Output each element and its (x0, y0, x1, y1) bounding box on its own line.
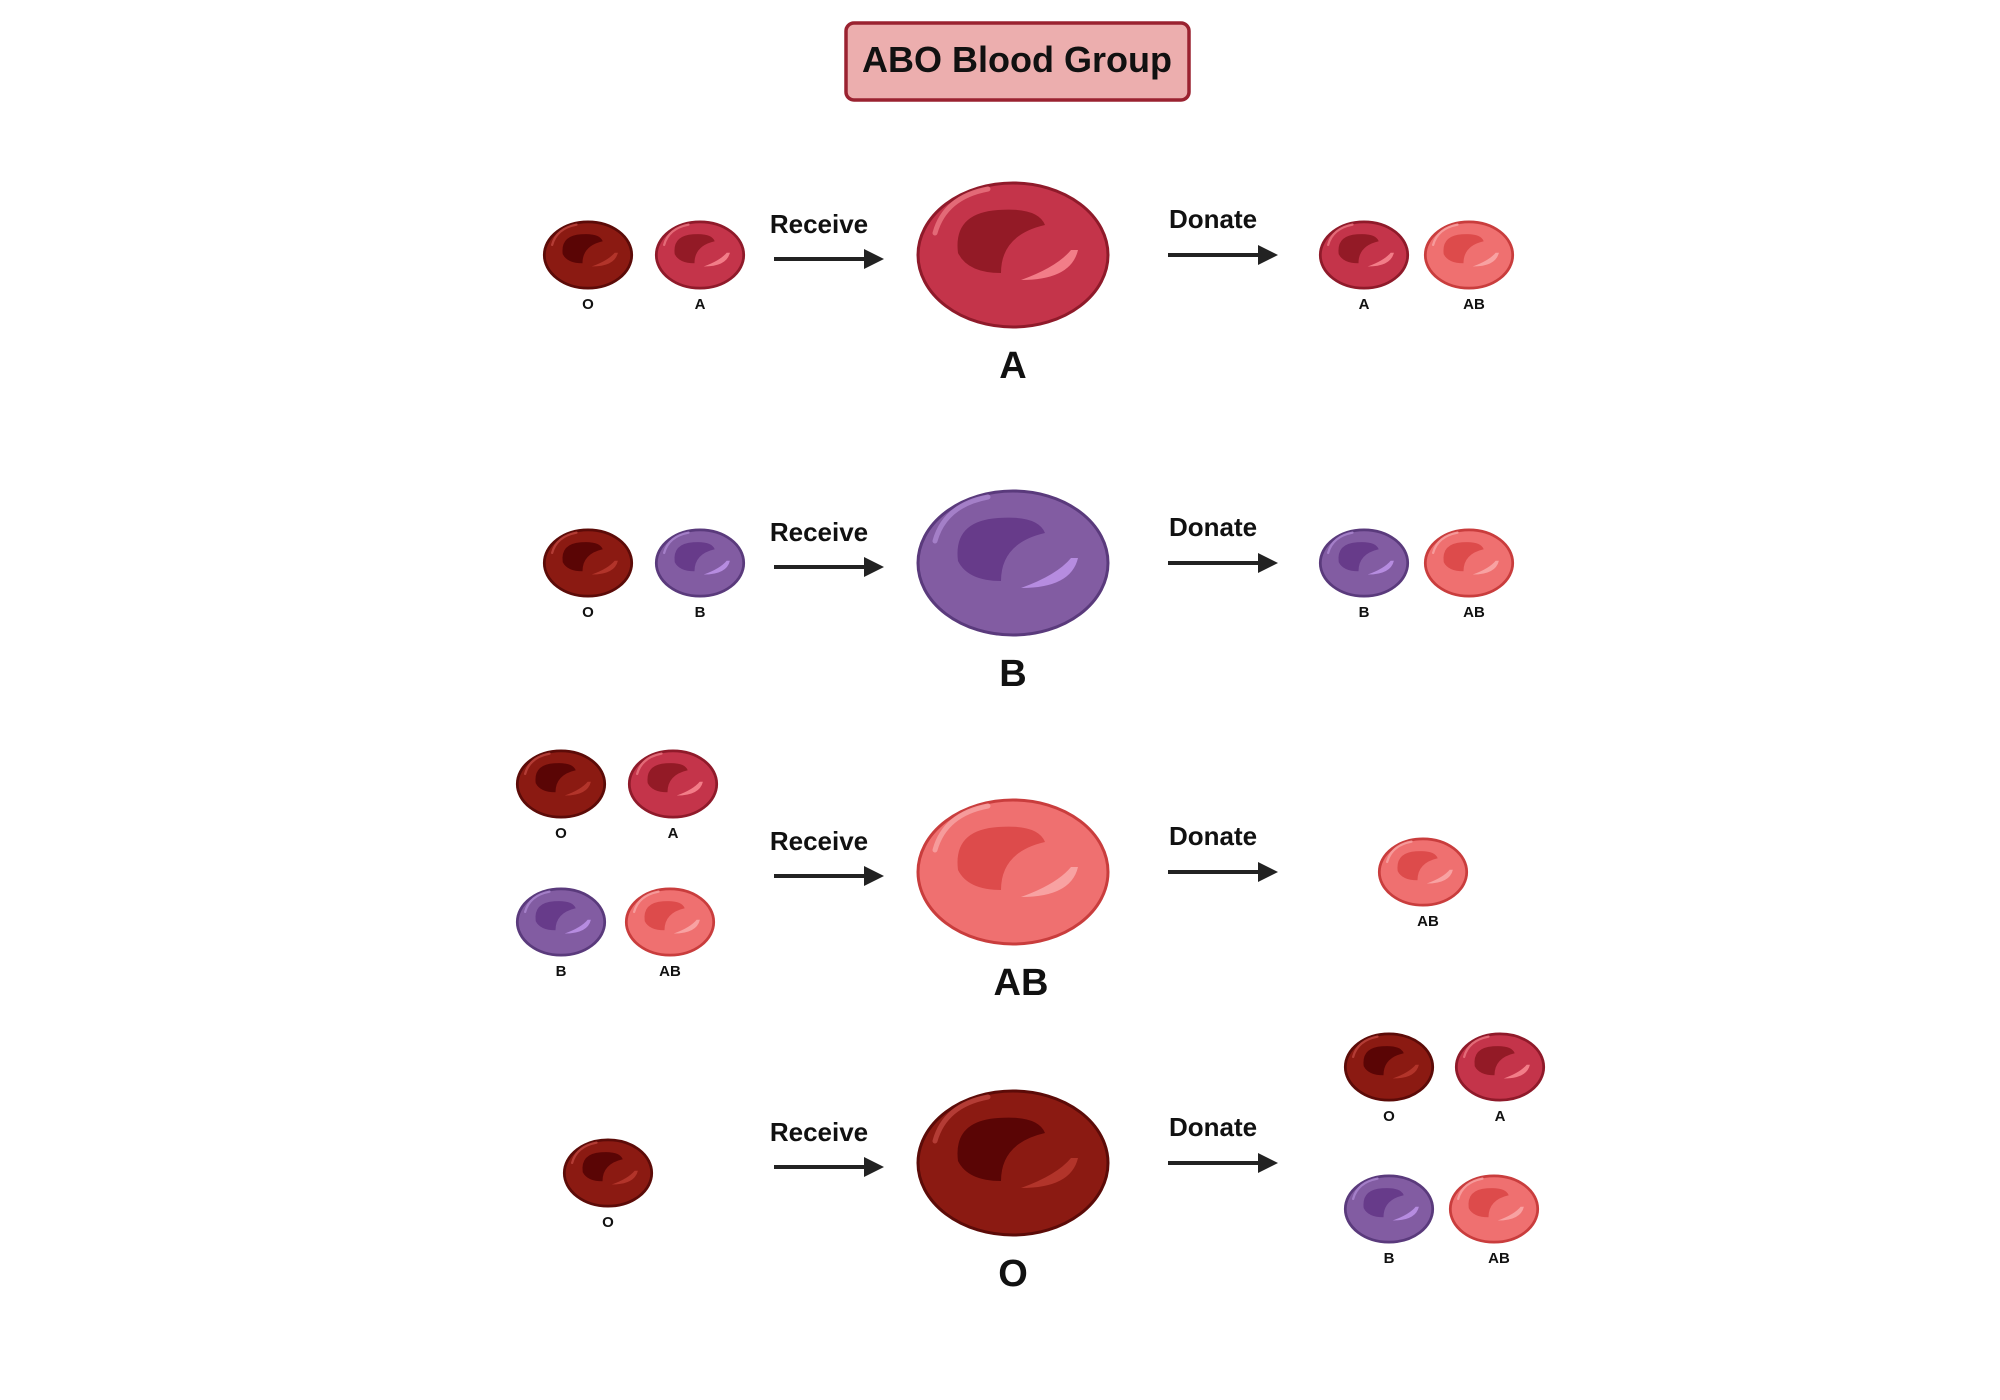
donate-cell-ab (1377, 837, 1469, 907)
receive-cell-o (542, 220, 634, 290)
donate-cell-ab (1448, 1174, 1540, 1244)
receive-cell-o (542, 528, 634, 598)
donate-cell-b (1318, 528, 1410, 598)
receive-label: Receive (770, 517, 868, 547)
receive-cell-label: B (556, 963, 567, 980)
blood-type-label: A (999, 345, 1026, 387)
receive-cell-b (515, 887, 607, 957)
receive-cell-label: A (668, 825, 679, 842)
main-cell-o (916, 1089, 1110, 1237)
donate-cell-ab (1423, 220, 1515, 290)
donate-cell-label: O (1383, 1108, 1395, 1125)
main-cell-a (916, 181, 1110, 329)
receive-arrow (774, 557, 884, 577)
donate-label: Donate (1169, 512, 1257, 542)
donate-cell-label: A (1359, 296, 1370, 313)
donate-cell-label: AB (1417, 913, 1439, 930)
receive-arrow (774, 866, 884, 886)
receive-label: Receive (770, 1117, 868, 1147)
donate-cell-a (1318, 220, 1410, 290)
receive-label: Receive (770, 826, 868, 856)
donate-label: Donate (1169, 821, 1257, 851)
receive-arrow (774, 249, 884, 269)
receive-cell-label: O (602, 1214, 614, 1231)
blood-type-label: AB (994, 962, 1049, 1004)
donate-cell-label: B (1384, 1250, 1395, 1267)
main-cell-ab (916, 798, 1110, 946)
donate-arrow (1168, 1153, 1278, 1173)
donate-cell-ab (1423, 528, 1515, 598)
receive-cell-b (654, 528, 746, 598)
donate-arrow (1168, 245, 1278, 265)
blood-type-label: O (998, 1253, 1028, 1295)
donate-label: Donate (1169, 1112, 1257, 1142)
donate-cell-label: AB (1463, 296, 1485, 313)
receive-cell-o (515, 749, 607, 819)
donate-label: Donate (1169, 204, 1257, 234)
receive-cell-label: O (582, 296, 594, 313)
donate-cell-o (1343, 1032, 1435, 1102)
donate-cell-b (1343, 1174, 1435, 1244)
donate-cell-label: AB (1463, 604, 1485, 621)
donate-cell-label: AB (1488, 1250, 1510, 1267)
title-box: ABO Blood Group (844, 21, 1191, 102)
donate-arrow (1168, 862, 1278, 882)
receive-cell-label: O (555, 825, 567, 842)
page-title: ABO Blood Group (862, 39, 1172, 80)
blood-type-label: B (999, 653, 1026, 695)
receive-cell-a (654, 220, 746, 290)
main-cell-b (916, 489, 1110, 637)
donate-cell-a (1454, 1032, 1546, 1102)
receive-label: Receive (770, 209, 868, 239)
donate-cell-label: A (1495, 1108, 1506, 1125)
receive-arrow (774, 1157, 884, 1177)
receive-cell-o (562, 1138, 654, 1208)
receive-cell-label: A (695, 296, 706, 313)
title-background (844, 21, 1191, 102)
donate-arrow (1168, 553, 1278, 573)
receive-cell-label: AB (659, 963, 681, 980)
receive-cell-a (627, 749, 719, 819)
receive-cell-ab (624, 887, 716, 957)
donate-cell-label: B (1359, 604, 1370, 621)
receive-cell-label: B (695, 604, 706, 621)
receive-cell-label: O (582, 604, 594, 621)
